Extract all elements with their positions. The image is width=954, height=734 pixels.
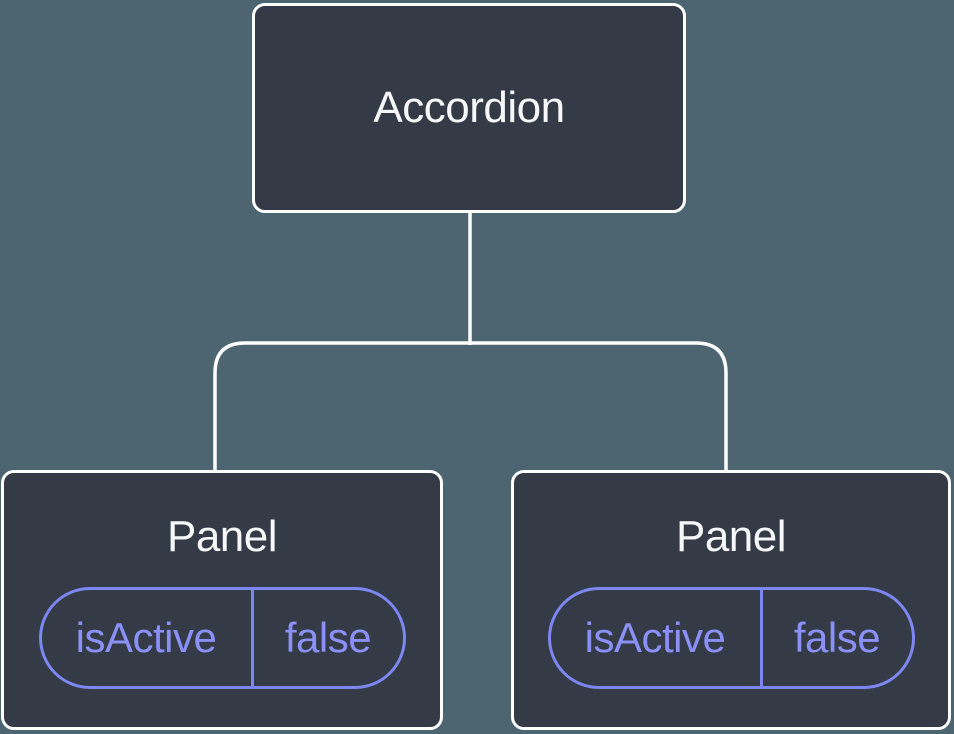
panel-node-left: Panel isActive false: [1, 470, 443, 730]
state-name: isActive: [75, 614, 217, 661]
accordion-node: Accordion: [252, 3, 686, 213]
state-pill: isActive false: [547, 587, 915, 689]
state-value: false: [759, 590, 912, 686]
connector-bracket: [213, 341, 728, 472]
panel-node-right: Panel isActive false: [511, 470, 951, 730]
state-value: false: [250, 590, 403, 686]
accordion-node-label: Accordion: [373, 83, 565, 132]
state-pill: isActive false: [38, 587, 406, 689]
panel-node-label: Panel: [675, 512, 787, 561]
panel-node-label: Panel: [166, 512, 278, 561]
state-name: isActive: [584, 614, 726, 661]
